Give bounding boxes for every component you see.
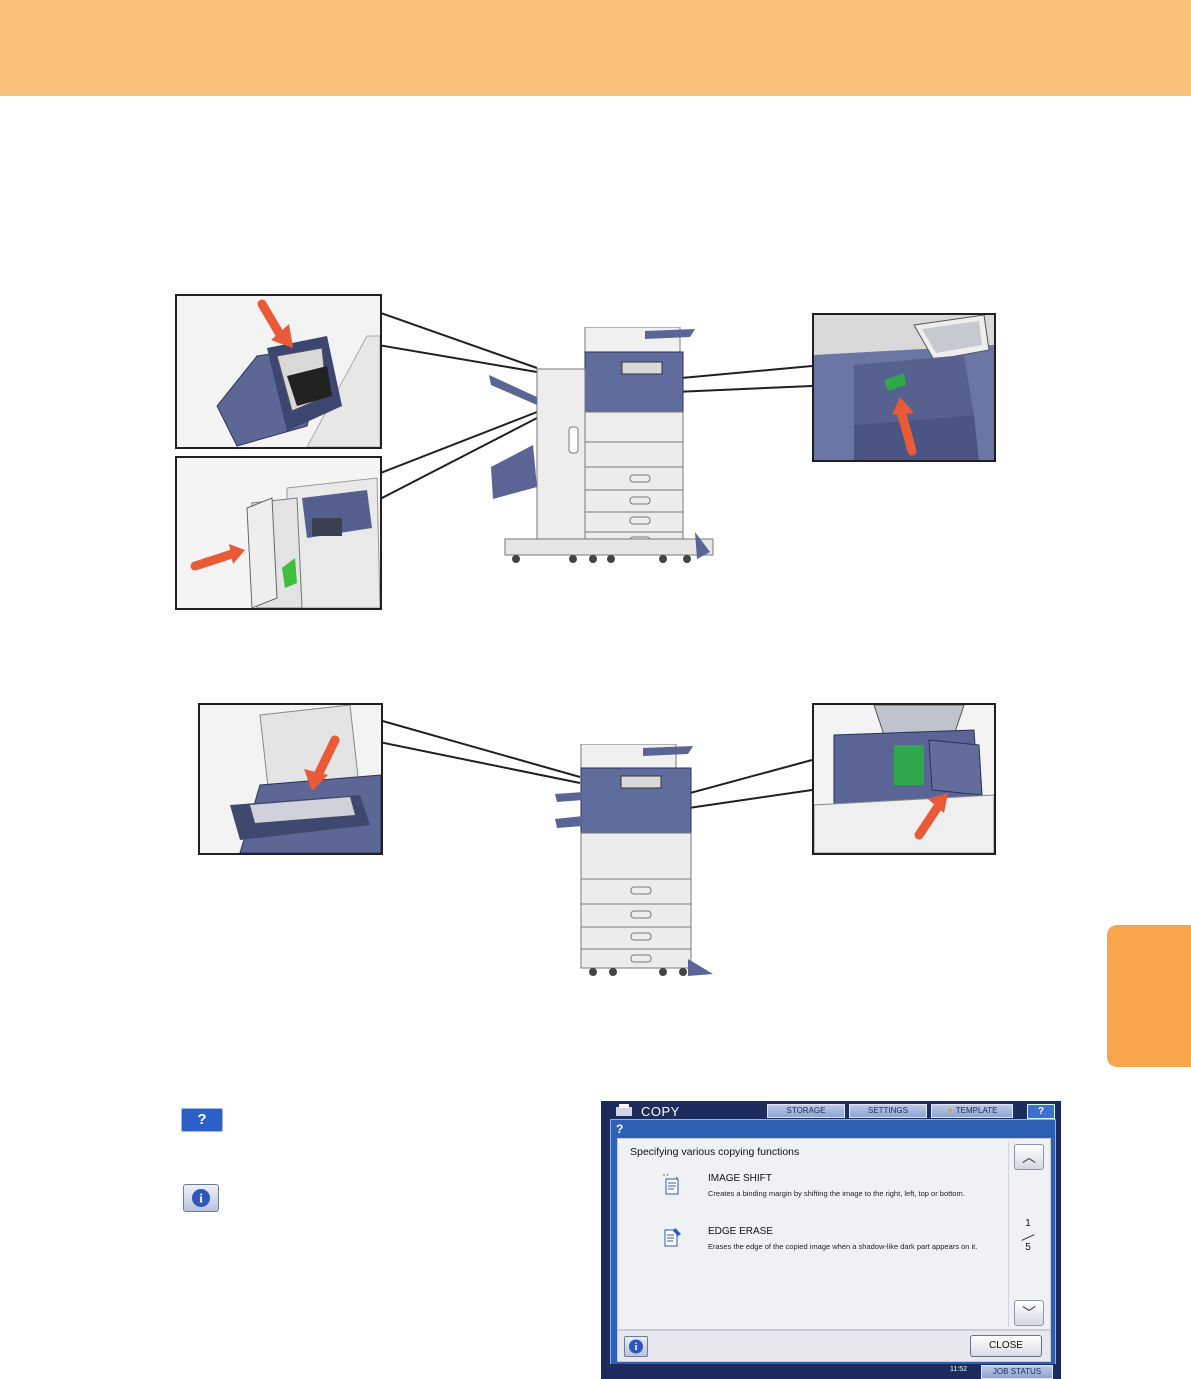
star-icon: ★: [947, 1106, 956, 1115]
item-edge-erase-title[interactable]: EDGE ERASE: [708, 1226, 773, 1237]
svg-text:i: i: [199, 1191, 203, 1206]
help-dialog: ? Specifying various copying functions *…: [610, 1119, 1056, 1365]
status-strip: 11:52 JOB STATUS: [601, 1364, 1061, 1379]
clock: 11:52: [950, 1366, 967, 1373]
close-button[interactable]: CLOSE: [970, 1335, 1042, 1357]
page-divider: [1021, 1234, 1034, 1241]
callout-finisher-top-cover: [175, 294, 382, 449]
callout-inner-finisher-front-cover: [812, 703, 996, 855]
info-button-sample: i: [183, 1184, 219, 1212]
chevron-down-icon: ﹀: [1022, 1305, 1036, 1321]
help-button[interactable]: ?: [1027, 1104, 1055, 1119]
copy-mode-icon: [615, 1104, 633, 1117]
info-icon: i: [625, 1337, 647, 1356]
page-current: 1: [1013, 1218, 1043, 1229]
edge-erase-icon[interactable]: [661, 1226, 683, 1248]
help-button-sample: ?: [181, 1108, 223, 1132]
pager: ︿ 1 5 ﹀: [1008, 1141, 1049, 1327]
scroll-up-button[interactable]: ︿: [1014, 1144, 1044, 1170]
scroll-down-button[interactable]: ﹀: [1014, 1300, 1044, 1326]
tab-settings[interactable]: SETTINGS: [849, 1104, 927, 1118]
item-image-shift-title[interactable]: IMAGE SHIFT: [708, 1173, 772, 1184]
image-shift-icon[interactable]: * * *: [661, 1173, 683, 1195]
tab-storage[interactable]: STORAGE: [767, 1104, 845, 1118]
item-edge-erase-desc: Erases the edge of the copied image when…: [708, 1242, 998, 1251]
dialog-question-mark: ?: [616, 1122, 623, 1136]
item-image-shift-desc: Creates a binding margin by shifting the…: [708, 1189, 998, 1198]
touch-panel-screenshot: COPY STORAGE SETTINGS ★ TEMPLATE ? ? Spe…: [601, 1101, 1061, 1379]
tab-template-label: TEMPLATE: [956, 1106, 998, 1115]
panel-title: COPY: [641, 1104, 680, 1119]
mfp-with-large-finisher: [485, 327, 715, 567]
svg-text:*: *: [676, 1177, 678, 1183]
dialog-heading: Specifying various copying functions: [630, 1146, 799, 1158]
mfp-with-inner-finisher: [553, 744, 718, 979]
info-icon: i: [184, 1185, 218, 1211]
question-icon: ?: [182, 1109, 222, 1131]
info-button[interactable]: i: [624, 1336, 648, 1357]
chapter-tab: [1107, 925, 1191, 1067]
dialog-footer: i CLOSE: [617, 1330, 1051, 1362]
job-status-button[interactable]: JOB STATUS: [981, 1365, 1053, 1379]
callout-inner-finisher-cover: [198, 703, 383, 855]
callout-finisher-front-cover: [175, 456, 382, 610]
page-total: 5: [1013, 1242, 1043, 1253]
svg-text:i: i: [635, 1342, 638, 1353]
svg-text:* *: * *: [663, 1174, 668, 1180]
dialog-body: Specifying various copying functions * *…: [617, 1138, 1051, 1330]
tab-template[interactable]: ★ TEMPLATE: [931, 1104, 1013, 1118]
callout-paper-exit-area: [812, 313, 996, 462]
chevron-up-icon: ︿: [1022, 1149, 1036, 1165]
